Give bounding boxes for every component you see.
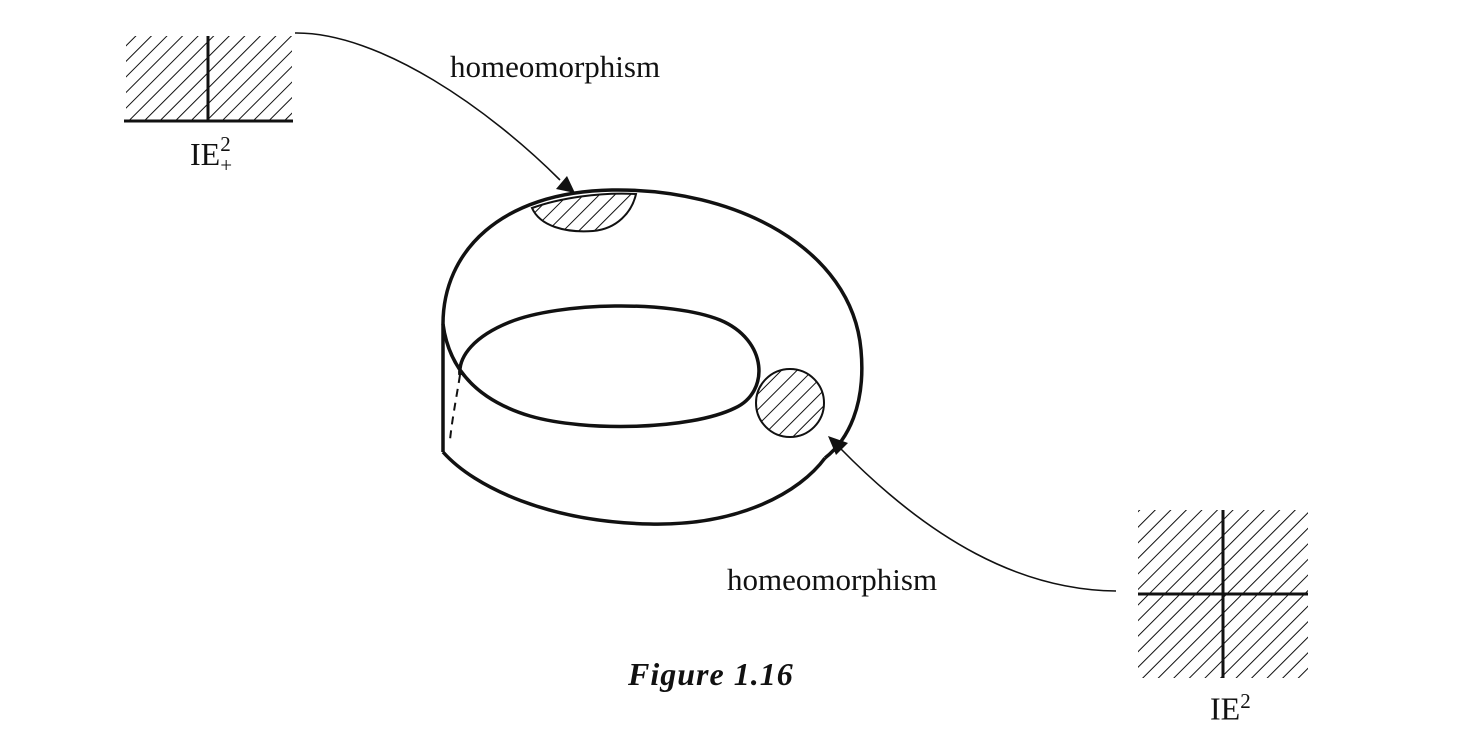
torus-outer-bottom xyxy=(441,450,827,526)
torus-hidden-edge xyxy=(449,374,461,441)
half-plane-box xyxy=(124,36,293,123)
homeomorphism-arrow-bottom xyxy=(828,436,1117,592)
arrow-head-bottom xyxy=(828,436,848,455)
half-plane-label-sup: 2 xyxy=(220,132,231,156)
half-plane-label-sub: + xyxy=(220,153,233,177)
torus-inner-fold xyxy=(441,304,761,429)
homeomorphism-label-top: homeomorphism xyxy=(450,49,661,84)
solid-torus xyxy=(441,188,864,526)
torus-outer-top xyxy=(441,188,864,460)
interior-neighborhood xyxy=(755,368,825,438)
arrow-head-top xyxy=(556,176,575,193)
plane-label-base: IE xyxy=(1210,690,1241,727)
half-plane-label-base: IE xyxy=(190,136,221,172)
plane-label: IE2 xyxy=(1210,689,1251,728)
plane-box xyxy=(1138,510,1308,678)
figure-caption: Figure 1.16 xyxy=(628,656,794,692)
homeomorphism-label-bottom: homeomorphism xyxy=(727,562,938,597)
homeomorphism-arrow-top xyxy=(294,32,575,193)
plane-label-sup: 2 xyxy=(1240,689,1251,713)
boundary-neighborhood xyxy=(530,192,638,233)
